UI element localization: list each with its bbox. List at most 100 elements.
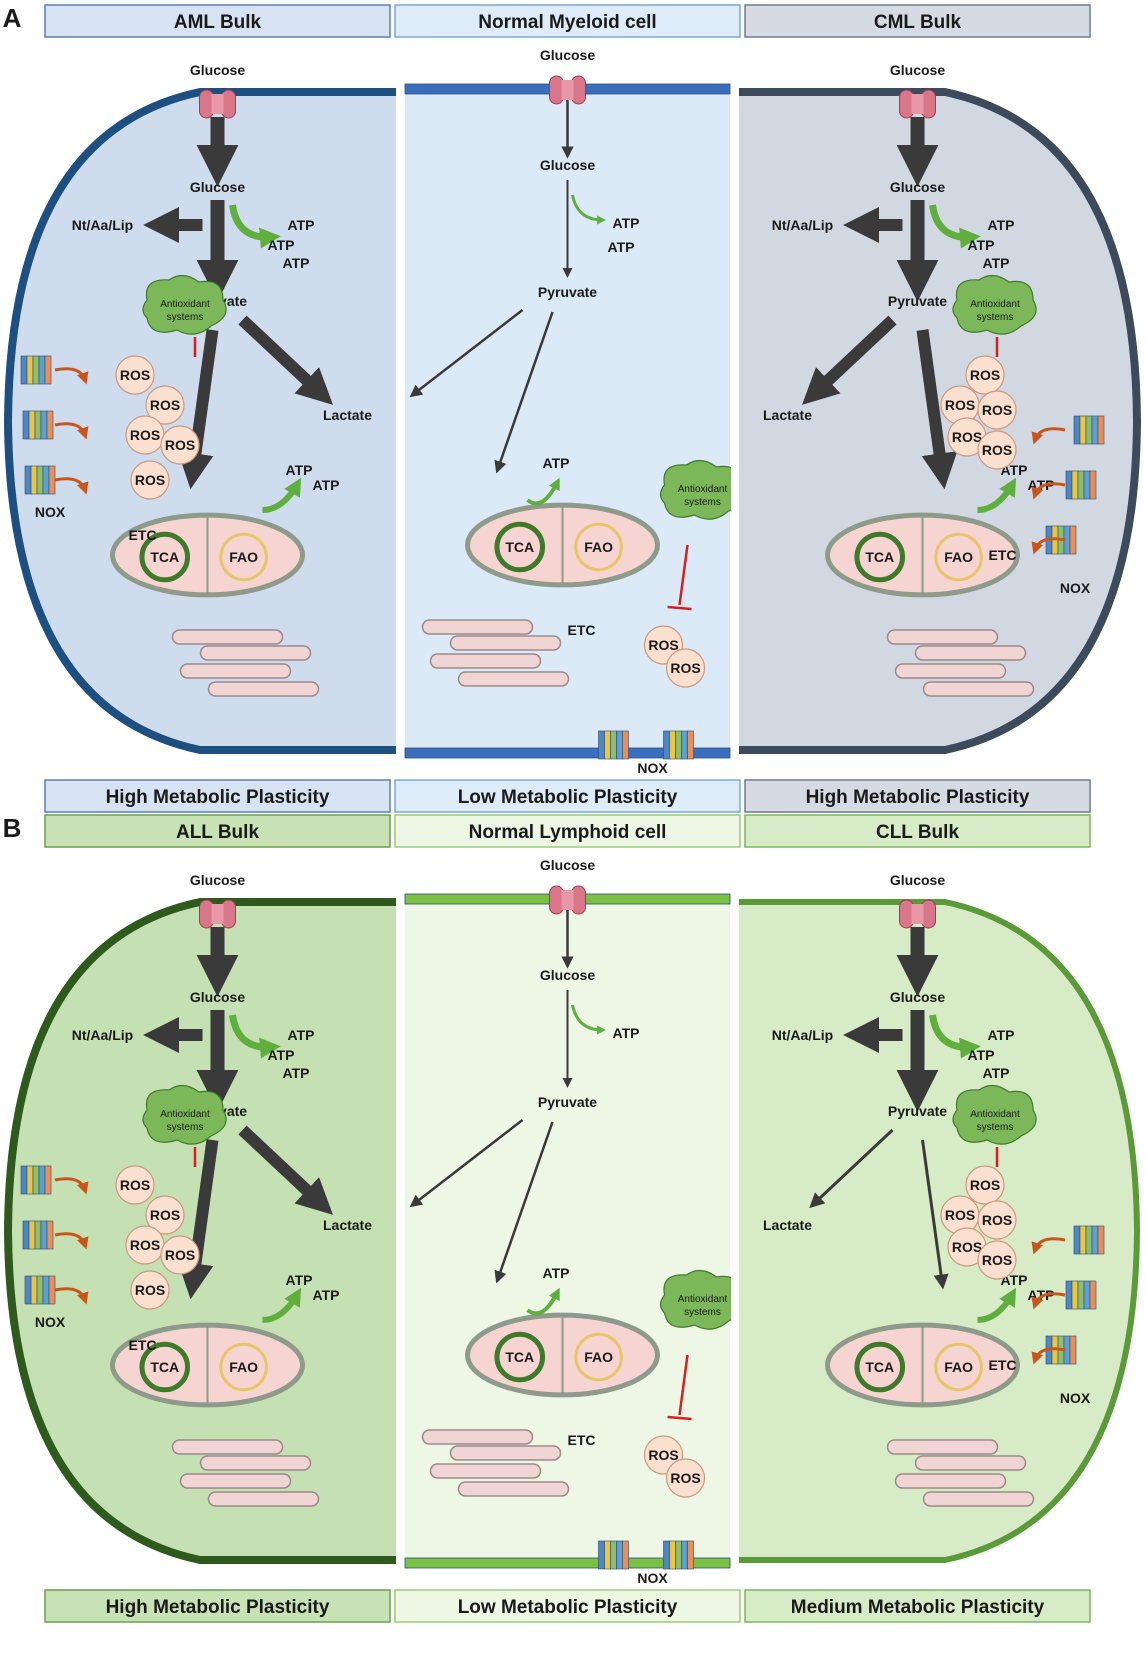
antioxidant-systems-icon: Antioxidant systems [142, 1084, 227, 1145]
ros-molecule: ROS [125, 415, 165, 455]
ros-production-arrow [1031, 1237, 1066, 1255]
ros-label: ROS [165, 1247, 195, 1263]
small-mitochondria [886, 1439, 1035, 1507]
atp-arrow [571, 1004, 607, 1035]
lactate-arrow [409, 309, 524, 398]
mitochondrion: TCA FAO [465, 502, 660, 588]
atp-arrow [526, 1287, 560, 1316]
lactate-arrow [809, 1128, 894, 1209]
antioxidant-label: Antioxidant [160, 1109, 210, 1120]
ros-molecule: ROS [145, 1195, 185, 1235]
lactate-arrow [801, 315, 897, 405]
nox-complex-icon [663, 1540, 694, 1570]
ros-production-arrow [54, 477, 89, 495]
ros-molecule: ROS [947, 417, 987, 457]
ros-label: ROS [670, 1470, 700, 1486]
small-mitochondria [421, 619, 570, 687]
ros-molecule: ROS [940, 1195, 980, 1235]
antioxidant-label: systems [977, 312, 1014, 323]
ros-molecule: ROS [977, 1240, 1017, 1280]
tca-label: TCA [150, 1359, 179, 1375]
small-mitochondria [171, 1439, 320, 1507]
fao-cycle: FAO [219, 1342, 268, 1392]
ros-production-arrow [54, 1232, 89, 1250]
atp-arrow [571, 194, 607, 225]
glucose-transporter-icon [549, 75, 586, 105]
ros-molecule: ROS [965, 1165, 1005, 1205]
ros-production-arrow [1031, 1347, 1066, 1365]
lactate-arrow [238, 1125, 334, 1215]
panel-letter: A [3, 3, 22, 33]
atp-arrow [977, 477, 1017, 513]
antioxidant-label: Antioxidant [678, 1294, 728, 1305]
cell-footer: Low Metabolic Plasticity [458, 787, 678, 808]
small-mitochondria [171, 629, 320, 697]
antioxidant-label: Antioxidant [970, 1109, 1020, 1120]
cell-header: AML Bulk [174, 12, 262, 33]
ros-molecule: ROS [130, 1270, 170, 1310]
ros-label: ROS [648, 637, 678, 653]
ros-molecule: ROS [947, 1227, 987, 1267]
glucose-transporter-icon [899, 899, 936, 929]
tca-cycle: TCA [854, 531, 906, 583]
antioxidant-label: Antioxidant [678, 484, 728, 495]
nt-aa-lip-label: Nt/Aa/Lip [72, 217, 133, 233]
antioxidant-label: systems [167, 1122, 204, 1133]
pyruvate-mito-arrow [921, 1139, 949, 1290]
ros-label: ROS [982, 402, 1012, 418]
cell-footer: Low Metabolic Plasticity [458, 1597, 678, 1618]
ros-molecule: ROS [665, 1458, 706, 1498]
glucose-label: Glucose [890, 179, 945, 195]
fao-label: FAO [229, 1359, 258, 1375]
ros-molecule: ROS [940, 385, 980, 425]
atp-label: ATP [288, 217, 315, 233]
ros-production-arrow [1031, 482, 1066, 500]
mitochondrion: TCA FAO [825, 1322, 1020, 1408]
atp-arrow [977, 1287, 1017, 1323]
lactate-label: Lactate [763, 1217, 812, 1233]
tca-cycle: TCA [494, 521, 546, 573]
nox-label: NOX [1060, 1390, 1091, 1406]
ros-label: ROS [135, 1282, 165, 1298]
lactate-label: Lactate [323, 1217, 372, 1233]
small-mitochondria [421, 1429, 570, 1497]
etc-label: ETC [989, 547, 1017, 563]
glucose-label: Glucose [890, 989, 945, 1005]
pyruvate-label: Pyruvate [538, 1094, 597, 1110]
cell-footer: High Metabolic Plasticity [106, 787, 330, 808]
cell-header: Normal Myeloid cell [478, 12, 656, 33]
fao-cycle: FAO [934, 1342, 983, 1392]
fao-label: FAO [229, 549, 258, 565]
atp-arrow [229, 1014, 281, 1059]
atp-label: ATP [968, 1047, 995, 1063]
nox-complex-icon [1073, 1225, 1105, 1255]
atp-label: ATP [543, 1265, 570, 1281]
glucose-label: Glucose [890, 872, 945, 888]
ros-molecule: ROS [977, 1200, 1017, 1240]
cell-header: CML Bulk [874, 12, 962, 33]
nox-label: NOX [35, 504, 66, 520]
ros-production-arrow [1031, 427, 1066, 445]
atp-label: ATP [283, 255, 310, 271]
ros-production-arrow [1031, 537, 1066, 555]
pyruvate-mito-arrow [494, 1121, 554, 1284]
atp-label: ATP [313, 477, 340, 493]
cell-footer-box [394, 1589, 741, 1623]
atp-label: ATP [608, 239, 635, 255]
ros-label: ROS [945, 397, 975, 413]
tca-label: TCA [865, 1359, 894, 1375]
fao-cycle: FAO [934, 532, 983, 582]
ros-label: ROS [945, 1207, 975, 1223]
fao-label: FAO [584, 539, 613, 555]
cell-membrane [404, 747, 731, 759]
